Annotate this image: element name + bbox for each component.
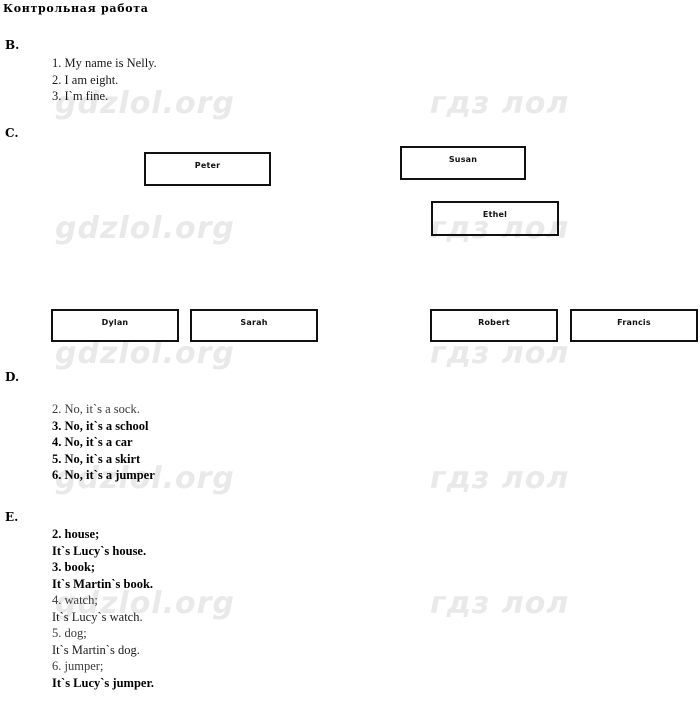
answer-line: 2. I am eight. xyxy=(52,72,119,87)
answer-line: It`s Lucy`s watch. xyxy=(52,609,143,624)
answer-line: It`s Lucy`s jumper. xyxy=(52,675,154,690)
answer-line: 1. My name is Nelly. xyxy=(52,56,157,70)
answer-line: 4. No, it`s a car xyxy=(52,435,133,449)
name-box-label: Sarah xyxy=(240,318,268,327)
answer-line: 6. No, it`s a jumper xyxy=(52,468,155,482)
answer-list-d: 2. No, it`s a sock. 3. No, it`s a school 4… xyxy=(52,401,155,484)
name-box-francis[interactable]: Francis xyxy=(570,309,698,342)
name-box-peter[interactable]: Peter xyxy=(144,152,271,186)
answer-line: 5. No, it`s a skirt xyxy=(52,451,141,466)
section-letter-d: D. xyxy=(5,370,20,384)
name-box-sarah[interactable]: Sarah xyxy=(190,309,318,342)
name-box-label: Ethel xyxy=(482,210,508,219)
answer-line: 3. I`m fine. xyxy=(52,89,109,103)
answer-line: 5. dog; xyxy=(52,626,87,640)
answer-line: 2. house; xyxy=(52,527,100,541)
name-box-ethel[interactable]: Ethel xyxy=(431,201,559,236)
answer-line: It`s Lucy`s house. xyxy=(52,543,147,558)
name-box-dylan[interactable]: Dylan xyxy=(51,309,179,342)
answer-line: 2. No, it`s a sock. xyxy=(52,402,140,416)
name-box-label: Dylan xyxy=(101,318,129,327)
name-box-susan[interactable]: Susan xyxy=(400,146,526,180)
answer-line: 3. book; xyxy=(52,560,96,574)
name-box-label: Francis xyxy=(617,318,651,327)
answer-line: 3. No, it`s a school xyxy=(52,418,149,433)
answer-line: 4. watch; xyxy=(52,593,98,607)
page-title: Контрольная работа xyxy=(3,2,149,15)
answer-line: It`s Martin`s dog. xyxy=(52,642,140,657)
section-letter-e: E. xyxy=(5,510,19,524)
name-box-label: Susan xyxy=(448,155,478,164)
answer-line: 6. jumper; xyxy=(52,659,104,673)
answer-list-e: 2. house; It`s Lucy`s house. 3. book; It`s … xyxy=(52,526,154,691)
name-box-label: Robert xyxy=(478,318,510,327)
section-letter-b: B. xyxy=(5,38,20,52)
section-letter-c: C. xyxy=(5,126,19,140)
answer-line: It`s Martin`s book. xyxy=(52,576,154,591)
name-box-robert[interactable]: Robert xyxy=(430,309,558,342)
answer-list-b: 1. My name is Nelly. 2. I am eight. 3. I`m… xyxy=(52,55,157,105)
name-box-label: Peter xyxy=(194,161,221,170)
